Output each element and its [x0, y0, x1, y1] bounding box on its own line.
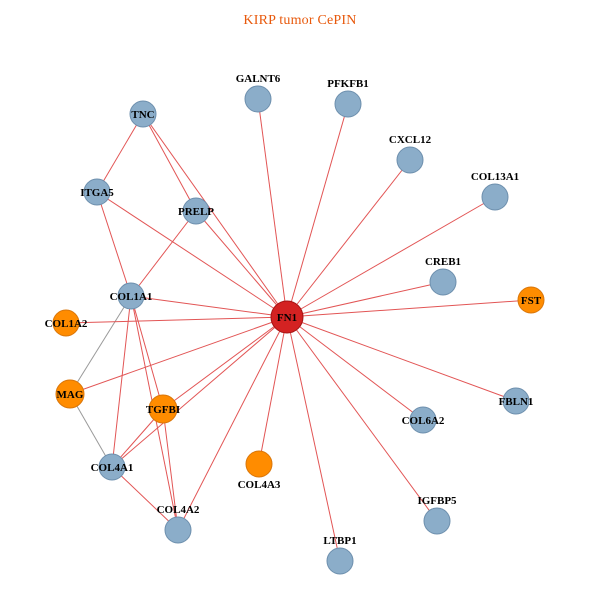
node-COL4A3 [245, 450, 273, 478]
edge-COL1A1-TGFBI [130, 295, 164, 410]
node-label-PRELP: PRELP [178, 206, 214, 218]
node-label-COL1A2: COL1A2 [45, 318, 88, 330]
node-CREB1 [429, 268, 457, 296]
node-PRELP [182, 197, 210, 225]
edge-FN1-COL4A3 [258, 316, 288, 465]
node-PFKFB1 [334, 90, 362, 118]
node-TGFBI [148, 394, 178, 424]
edge-FN1-COL4A2 [177, 316, 288, 531]
edge-FN1-PFKFB1 [286, 103, 349, 318]
edge-FN1-TNC [142, 113, 288, 318]
edge-FN1-PRELP [195, 210, 288, 318]
node-label-COL1A1: COL1A1 [110, 291, 153, 303]
node-label-IGFBP5: IGFBP5 [417, 495, 457, 507]
node-label-PFKFB1: PFKFB1 [327, 78, 369, 90]
node-label-ITGA5: ITGA5 [80, 187, 114, 199]
node-COL6A2 [409, 406, 437, 434]
edge-PRELP-COL1A1 [130, 210, 197, 297]
edge-FN1-COL1A1 [130, 295, 288, 318]
edge-FN1-IGFBP5 [286, 316, 438, 522]
node-label-COL6A2: COL6A2 [402, 415, 445, 427]
node-LTBP1 [326, 547, 354, 575]
node-label-COL4A2: COL4A2 [157, 504, 200, 516]
edge-COL4A1-COL4A2 [111, 466, 179, 531]
node-MAG [55, 379, 85, 409]
edge-FN1-COL1A2 [65, 316, 288, 324]
node-label-FN1: FN1 [277, 312, 297, 324]
node-label-COL13A1: COL13A1 [471, 171, 519, 183]
edge-FN1-GALNT6 [257, 98, 288, 318]
edge-FN1-MAG [69, 316, 288, 395]
node-COL4A2 [164, 516, 192, 544]
node-FBLN1 [502, 387, 530, 415]
figure-title: KIRP tumor CePIN [243, 13, 357, 28]
node-label-CXCL12: CXCL12 [389, 134, 432, 146]
node-COL4A1 [98, 453, 126, 481]
node-COL1A2 [52, 309, 80, 337]
edge-FN1-CREB1 [286, 281, 444, 318]
edge-FN1-CXCL12 [286, 159, 411, 318]
edge-FN1-COL4A1 [111, 316, 288, 468]
node-label-FBLN1: FBLN1 [499, 396, 534, 408]
edge-FN1-TGFBI [162, 316, 288, 410]
edge-TNC-PRELP [142, 113, 197, 212]
node-label-TNC: TNC [131, 109, 154, 121]
edge-ITGA5-COL1A1 [96, 191, 132, 297]
node-label-GALNT6: GALNT6 [236, 73, 281, 85]
edge-TNC-ITGA5 [96, 113, 144, 193]
edge-COL1A1-COL4A1 [111, 295, 132, 468]
node-label-TGFBI: TGFBI [146, 404, 180, 416]
node-ITGA5 [83, 178, 111, 206]
node-label-FST: FST [521, 295, 542, 307]
node-label-CREB1: CREB1 [425, 256, 461, 268]
node-COL13A1 [481, 183, 509, 211]
node-IGFBP5 [423, 507, 451, 535]
edge-FN1-COL13A1 [286, 196, 496, 318]
node-label-LTBP1: LTBP1 [323, 535, 356, 547]
node-TNC [129, 100, 157, 128]
node-label-COL4A1: COL4A1 [91, 462, 134, 474]
node-label-MAG: MAG [57, 389, 84, 401]
node-label-COL4A3: COL4A3 [238, 479, 281, 491]
node-FN1 [270, 300, 304, 334]
edge-COL1A1-MAG [69, 295, 132, 395]
node-GALNT6 [244, 85, 272, 113]
edge-FN1-LTBP1 [286, 316, 341, 562]
edge-TGFBI-COL4A2 [162, 408, 179, 531]
edge-FN1-FBLN1 [286, 316, 517, 402]
node-COL1A1 [117, 282, 145, 310]
edge-FN1-COL6A2 [286, 316, 424, 421]
edge-FN1-FST [286, 299, 532, 318]
edge-FN1-ITGA5 [96, 191, 288, 318]
node-CXCL12 [396, 146, 424, 174]
node-FST [517, 286, 545, 314]
